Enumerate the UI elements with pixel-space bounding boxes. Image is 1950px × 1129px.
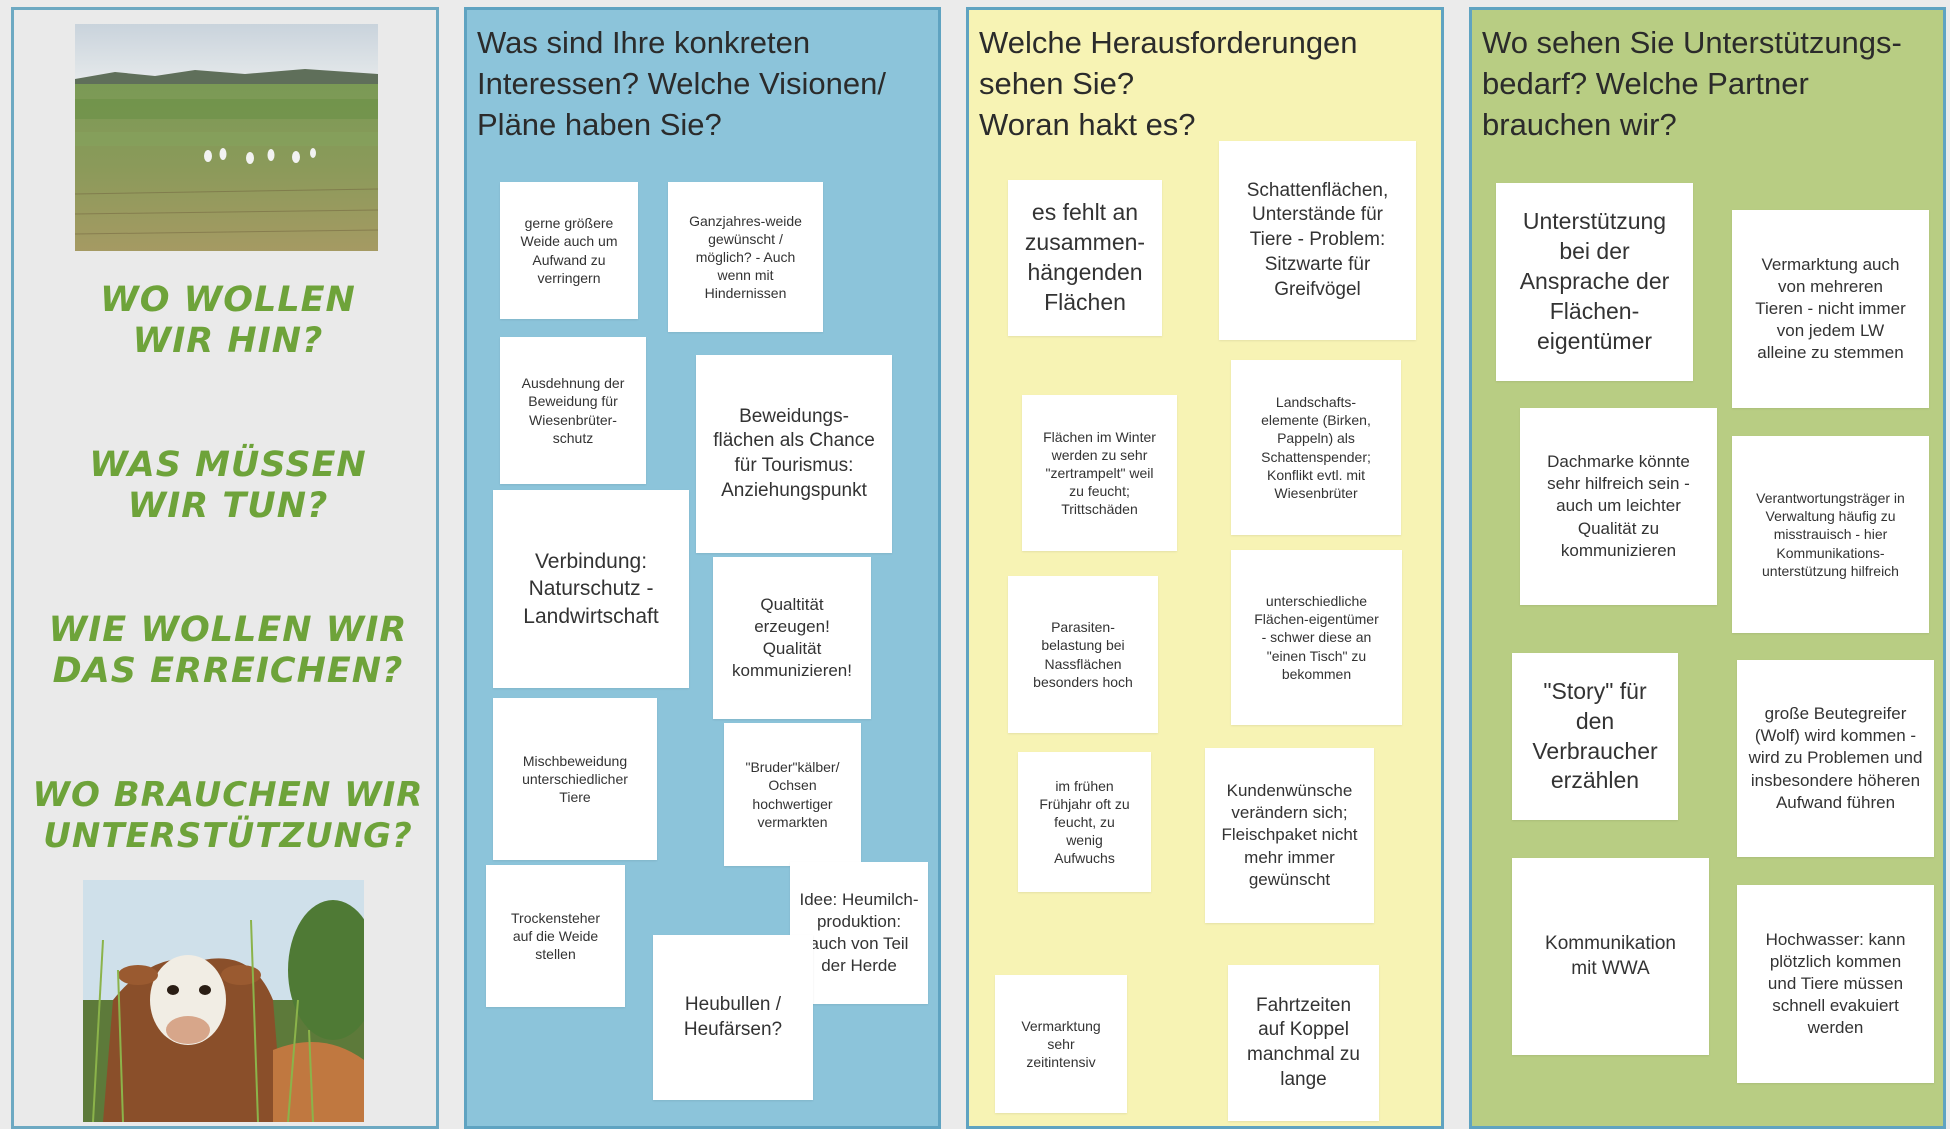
sticky-note[interactable]: Qualtität erzeugen! Qualität kommunizier… <box>713 557 871 719</box>
sticky-note[interactable]: Kundenwünsche verändern sich; Fleischpak… <box>1205 748 1374 923</box>
column-support: Wo sehen Sie Unterstützungs- bedarf? Wel… <box>1469 7 1946 1129</box>
sticky-note[interactable]: "Bruder"kälber/ Ochsen hochwertiger verm… <box>724 723 861 866</box>
sticky-note[interactable]: Kommunikation mit WWA <box>1512 858 1709 1055</box>
sticky-note[interactable]: Ganzjahres-weide gewünscht / möglich? - … <box>668 182 823 332</box>
sticky-note[interactable]: Vermarktung sehr zeitintensiv <box>995 975 1127 1113</box>
sticky-note[interactable]: "Story" für den Verbraucher erzählen <box>1512 653 1678 820</box>
sticky-note[interactable]: Ausdehnung der Beweidung für Wiesenbrüte… <box>500 337 646 484</box>
sticky-note[interactable]: unterschiedliche Flächen-eigentümer - sc… <box>1231 550 1402 725</box>
column-challenges: Welche Herausforderungen sehen Sie? Wora… <box>966 7 1444 1129</box>
cow-photo <box>83 880 364 1122</box>
meadow-photo <box>75 24 378 251</box>
sticky-note[interactable]: Mischbeweidung unterschiedlicher Tiere <box>493 698 657 860</box>
question-2: Was müssen wir tun? <box>89 445 367 526</box>
sticky-note[interactable]: Landschafts- elemente (Birken, Pappeln) … <box>1231 360 1401 535</box>
sticky-note[interactable]: gerne größere Weide auch um Aufwand zu v… <box>500 182 638 319</box>
sticky-note[interactable]: Flächen im Winter werden zu sehr "zertra… <box>1022 395 1177 551</box>
sticky-note[interactable]: Fahrtzeiten auf Koppel manchmal zu lange <box>1228 965 1379 1121</box>
sticky-note[interactable]: Parasiten- belastung bei Nassflächen bes… <box>1008 576 1158 733</box>
column-title-support: Wo sehen Sie Unterstützungs- bedarf? Wel… <box>1482 25 1902 142</box>
sticky-note[interactable]: im frühen Frühjahr oft zu feucht, zu wen… <box>1018 752 1151 892</box>
sticky-note[interactable]: große Beutegreifer (Wolf) wird kommen - … <box>1737 660 1934 857</box>
sticky-note[interactable]: Verantwortungsträger in Verwaltung häufi… <box>1732 436 1929 633</box>
sticky-note[interactable]: Unterstützung bei der Ansprache der Fläc… <box>1496 183 1693 381</box>
sticky-note[interactable]: es fehlt an zusammen- hängenden Flächen <box>1008 180 1162 336</box>
sticky-note[interactable]: Hochwasser: kann plötzlich kommen und Ti… <box>1737 885 1934 1083</box>
sticky-note[interactable]: Heubullen / Heufärsen? <box>653 935 813 1100</box>
question-3: Wie wollen wir das erreichen? <box>48 610 408 691</box>
sticky-note[interactable]: Dachmarke könnte sehr hilfreich sein - a… <box>1520 408 1717 605</box>
intro-panel: Wo wollen wir hin? Was müssen wir tun? W… <box>11 7 439 1129</box>
sticky-note[interactable]: Vermarktung auch von mehreren Tieren - n… <box>1732 210 1929 408</box>
sticky-note[interactable]: Verbindung: Naturschutz - Landwirtschaft <box>493 490 689 688</box>
column-title-interests: Was sind Ihre konkreten Interessen? Welc… <box>477 25 886 142</box>
sticky-note[interactable]: Schattenflächen, Unterstände für Tiere -… <box>1219 141 1416 340</box>
column-title-challenges: Welche Herausforderungen sehen Sie? Wora… <box>979 25 1358 142</box>
question-1: Wo wollen wir hin? <box>100 280 356 361</box>
sticky-note[interactable]: Beweidungs- flächen als Chance für Touri… <box>696 355 892 553</box>
question-4: Wo brauchen wir Unterstützung? <box>32 775 424 856</box>
sticky-note[interactable]: Trockensteher auf die Weide stellen <box>486 865 625 1007</box>
column-interests: Was sind Ihre konkreten Interessen? Welc… <box>464 7 941 1129</box>
sticky-note[interactable]: Idee: Heumilch- produktion: auch von Tei… <box>790 862 928 1004</box>
